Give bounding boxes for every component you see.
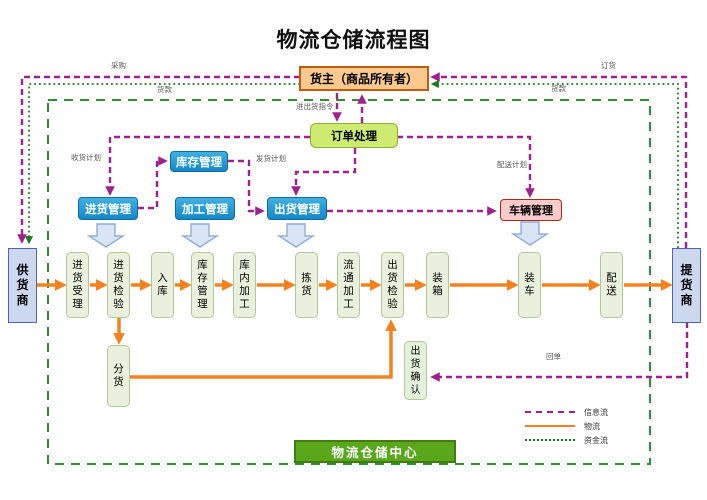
legend-row-material: 物流 — [525, 419, 665, 433]
edge-label-inout-instruction: 进出货指令 — [296, 102, 334, 111]
page-title: 物流仓储流程图 — [276, 28, 431, 52]
legend: 信息流 物流 资金流 — [525, 405, 665, 447]
consignee-label: 提货商 — [680, 263, 693, 307]
node-owner: 货主（商品所有者） — [299, 66, 429, 91]
flow-step-label: 入库 — [157, 272, 168, 297]
node-process-mgmt: 加工管理 — [175, 197, 235, 220]
node-ship-confirm: 出货确认 — [404, 341, 427, 400]
sorting-label: 分货 — [113, 363, 124, 388]
flow-step-label: 库内加工 — [239, 259, 250, 310]
flow-step-8: 出货检验 — [381, 252, 404, 318]
legend-capital-label: 资金流 — [584, 435, 608, 445]
node-sorting: 分货 — [107, 345, 130, 407]
flow-step-5: 库内加工 — [233, 252, 256, 318]
node-supplier: 供货商 — [8, 248, 37, 323]
edge-label-receipt: 回单 — [546, 352, 561, 361]
edge-label-payment-left: 货款 — [157, 85, 172, 94]
flow-step-1: 进货受理 — [66, 252, 89, 318]
edge-label-purchase: 采购 — [111, 61, 126, 70]
flow-step-label: 流通加工 — [343, 259, 354, 310]
flow-step-label: 出货检验 — [387, 259, 398, 310]
node-order-processing: 订单处理 — [310, 123, 398, 148]
flow-step-6: 拣货 — [295, 252, 318, 318]
edge-label-delivery-plan: 配送计划 — [497, 160, 527, 169]
flow-step-label: 库存管理 — [197, 259, 208, 310]
supplier-label: 供货商 — [16, 263, 29, 307]
flow-step-label: 进货检验 — [113, 259, 124, 310]
ship-confirm-label: 出货确认 — [410, 345, 421, 396]
stage-block-arrows — [86, 221, 550, 248]
legend-info-label: 信息流 — [584, 407, 608, 417]
material-flow-swatch — [525, 425, 575, 427]
legend-row-capital: 资金流 — [525, 433, 665, 447]
edge-label-receiving-plan: 收货计划 — [71, 153, 101, 162]
edge-label-payment-right: 货款 — [551, 84, 566, 93]
material-flow-lines — [34, 279, 673, 379]
flow-step-9: 装箱 — [426, 252, 449, 318]
flow-step-11: 配送 — [600, 252, 623, 318]
info-flow-swatch — [525, 411, 575, 413]
flow-step-3: 入库 — [151, 252, 174, 318]
node-warehouse-center: 物流仓储中心 — [294, 440, 456, 463]
flow-step-label: 进货受理 — [72, 259, 83, 310]
edge-label-order: 订货 — [601, 61, 616, 70]
capital-flow-swatch — [525, 439, 575, 441]
legend-material-label: 物流 — [584, 421, 600, 431]
node-vehicle-mgmt: 车辆管理 — [500, 199, 562, 221]
capital-flow-lines — [24, 79, 679, 248]
flow-step-label: 装车 — [524, 272, 535, 297]
node-inbound-mgmt: 进货管理 — [78, 197, 138, 220]
flow-step-label: 拣货 — [301, 272, 312, 297]
flow-step-4: 库存管理 — [191, 252, 214, 318]
node-inventory-mgmt: 库存管理 — [170, 151, 228, 172]
node-outbound-mgmt: 出货管理 — [267, 197, 327, 220]
edge-label-shipping-plan: 发货计划 — [256, 154, 286, 163]
flow-step-label: 装箱 — [432, 272, 443, 297]
flow-step-10: 装车 — [518, 252, 541, 318]
legend-row-info: 信息流 — [525, 405, 665, 419]
info-flow-lines — [17, 72, 689, 382]
flow-step-2: 进货检验 — [107, 252, 130, 318]
flow-step-label: 配送 — [606, 272, 617, 297]
node-consignee: 提货商 — [672, 248, 701, 323]
flow-step-7: 流通加工 — [337, 252, 360, 318]
warehouse-boundary — [47, 99, 651, 465]
